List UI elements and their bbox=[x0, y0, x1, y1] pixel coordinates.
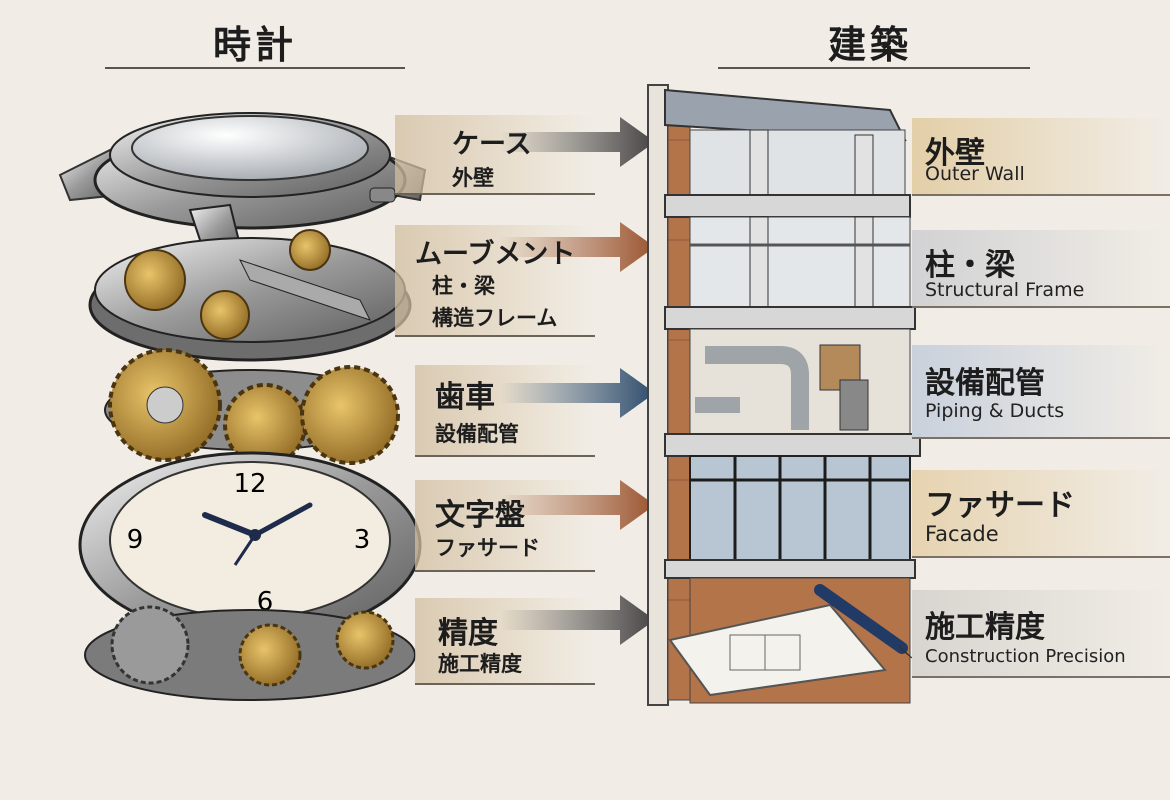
building-floor-roof bbox=[664, 88, 907, 201]
arrow-case bbox=[500, 117, 655, 167]
watch-part-gears-mapping: 設備配管 bbox=[435, 422, 519, 446]
mapping-arrows bbox=[500, 117, 655, 645]
building-band-outer-wall bbox=[912, 118, 1170, 196]
building-label-structure-en: Structural Frame bbox=[925, 279, 1085, 301]
building-label-piping: 設備配管 bbox=[925, 366, 1045, 401]
architecture-title-underline bbox=[718, 67, 1030, 69]
slab-3 bbox=[664, 433, 921, 457]
building-floor-piping bbox=[689, 328, 911, 435]
building-floor-structure bbox=[689, 216, 911, 308]
building-band-structure bbox=[912, 230, 1170, 308]
mapping-band-case bbox=[395, 115, 595, 195]
building-band-facade bbox=[912, 470, 1170, 558]
watch-part-case: ケース bbox=[452, 129, 532, 160]
slab-1 bbox=[664, 194, 911, 218]
building-floor-facade bbox=[689, 455, 911, 561]
watch-case bbox=[58, 112, 427, 257]
building-label-precision-en: Construction Precision bbox=[925, 646, 1126, 667]
watch-dial: 12 3 6 9 bbox=[78, 451, 422, 639]
watch-part-gears: 歯車 bbox=[435, 380, 495, 415]
watch-part-case-mapping: 外壁 bbox=[452, 166, 494, 190]
building-label-facade: ファサード bbox=[925, 488, 1075, 523]
mapping-band-gears bbox=[415, 365, 595, 457]
slab-2 bbox=[664, 306, 916, 330]
exploded-watch-illustration: 12 3 6 9 bbox=[58, 112, 427, 701]
watch-gears bbox=[104, 348, 400, 467]
building-band-piping bbox=[912, 345, 1170, 439]
arrow-precision bbox=[500, 595, 655, 645]
building-label-outer-wall-en: Outer Wall bbox=[925, 163, 1025, 185]
dial-number-9: 9 bbox=[127, 525, 144, 555]
building-band-precision bbox=[912, 590, 1170, 678]
arrow-dial bbox=[500, 480, 655, 530]
dial-number-12: 12 bbox=[233, 469, 266, 499]
watch-part-precision: 精度 bbox=[438, 616, 498, 651]
building-label-piping-en: Piping & Ducts bbox=[925, 400, 1065, 422]
building-label-facade-en: Facade bbox=[925, 522, 999, 546]
watch-title-underline bbox=[105, 67, 405, 69]
watch-part-movement: ムーブメント bbox=[415, 239, 576, 270]
watch-part-movement-mapping: 柱・梁 bbox=[432, 274, 495, 298]
arrow-gears bbox=[500, 368, 655, 418]
building-label-structure: 柱・梁 bbox=[925, 248, 1015, 283]
watch-part-dial: 文字盤 bbox=[435, 498, 525, 533]
watch-part-movement-mapping-2: 構造フレーム bbox=[432, 306, 558, 330]
blueprint-with-pen bbox=[668, 584, 913, 697]
watch-movement bbox=[88, 229, 412, 362]
watch-title: 時計 bbox=[212, 23, 297, 67]
watch-back-plate bbox=[84, 605, 416, 701]
dial-number-3: 3 bbox=[354, 525, 371, 555]
building-cutaway-illustration bbox=[647, 84, 921, 706]
arrow-movement bbox=[500, 222, 655, 272]
architecture-title: 建築 bbox=[827, 23, 912, 67]
watch-part-precision-mapping: 施工精度 bbox=[438, 652, 522, 676]
slab-4 bbox=[664, 559, 916, 579]
watch-part-dial-mapping: ファサード bbox=[435, 536, 540, 560]
building-label-precision: 施工精度 bbox=[925, 610, 1045, 645]
building-label-outer-wall: 外壁 bbox=[925, 136, 985, 171]
